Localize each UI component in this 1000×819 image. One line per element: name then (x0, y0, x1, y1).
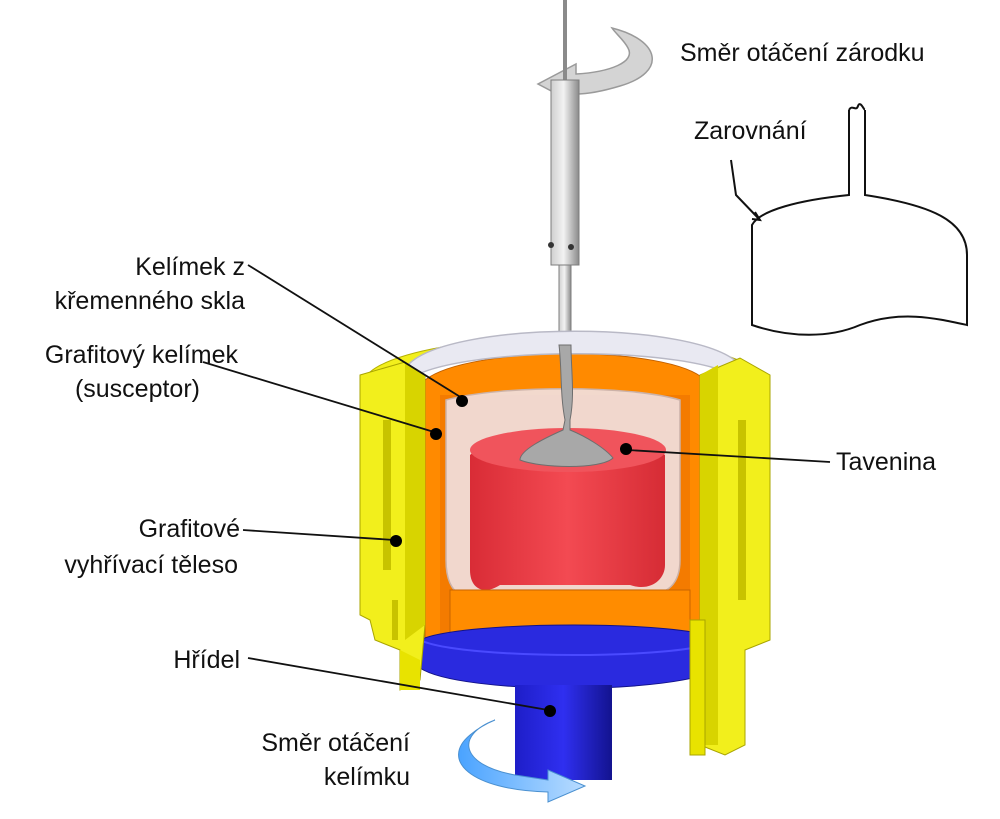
pedestal-disc (419, 624, 721, 689)
label-crucible-rotation-line2: kelímku (323, 763, 410, 791)
label-quartz-crucible-line1: Kelímek z (135, 253, 245, 281)
label-graphite-crucible-line1: Grafitový kelímek (44, 341, 238, 369)
label-melt: Tavenina (836, 448, 937, 476)
label-alignment: Zarovnání (694, 117, 807, 145)
label-heater-line1: Grafitové (138, 515, 240, 543)
leader-lines (202, 264, 831, 711)
seed-holder (548, 0, 580, 346)
label-shaft: Hřídel (173, 646, 240, 674)
label-graphite-crucible-line2: (susceptor) (74, 375, 200, 403)
seed-crystal (519, 344, 614, 467)
label-seed-rotation: Směr otáčení zárodku (680, 39, 925, 67)
ingot-outline (730, 103, 968, 336)
label-heater-line2: vyhřívací těleso (64, 551, 238, 579)
label-quartz-crucible-line2: křemenného skla (54, 287, 245, 315)
shaft (515, 685, 612, 780)
leader-dots (390, 395, 632, 717)
crucible-rotation-arrow (458, 719, 587, 803)
label-crucible-rotation-line1: Směr otáčení (261, 729, 410, 757)
heater-front (359, 357, 771, 756)
